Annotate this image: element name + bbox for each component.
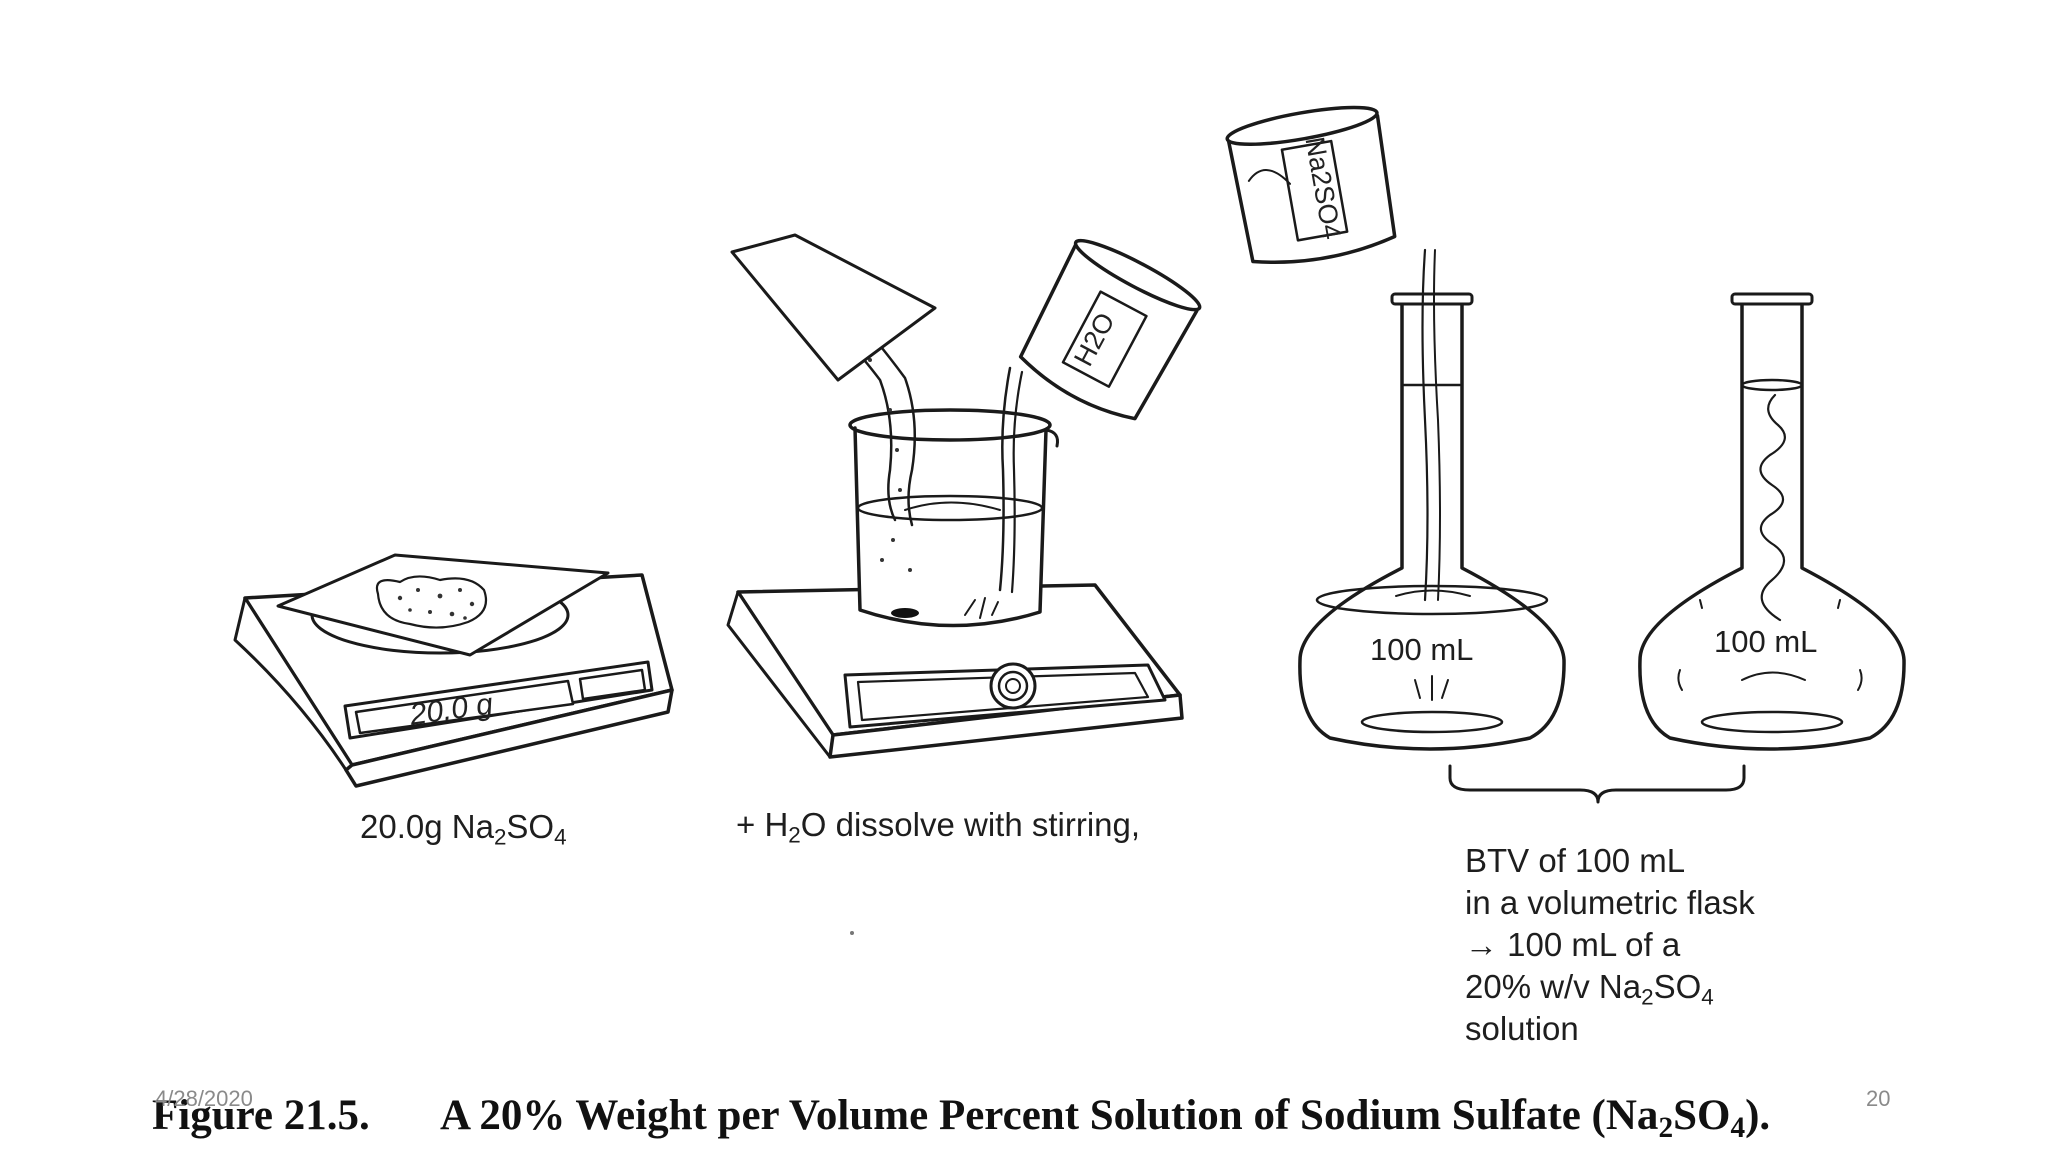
btv-description: BTV of 100 mL in a volumetric flask → 10… — [1465, 840, 1755, 1050]
btv-line-2: in a volumetric flask — [1465, 884, 1755, 921]
flasks-brace — [1448, 764, 1746, 804]
water-beaker: H2O — [1018, 238, 1202, 421]
solution-beaker: Na2SO4 — [1225, 105, 1397, 264]
btv-line-1: BTV of 100 mL — [1465, 842, 1686, 879]
stir-plate — [726, 583, 1184, 759]
footer-page-number: 20 — [1866, 1086, 1891, 1111]
volumetric-flask-1: 100 mL — [1298, 248, 1566, 751]
figure-number: Figure 21.5. — [152, 1092, 370, 1139]
flask-1-volume-label: 100 mL — [1370, 632, 1473, 667]
figure-caption: Figure 21.5.A 20% Weight per Volume Perc… — [152, 1092, 1771, 1145]
btv-line-4: 20% w/v Na2SO4 — [1465, 968, 1714, 1010]
flask-2-volume-label: 100 mL — [1714, 624, 1817, 659]
volumetric-flask-2: 100 mL — [1638, 292, 1906, 751]
balance-scale: 20.0 g — [233, 553, 674, 788]
weighing-paper-pouring — [730, 233, 937, 382]
dissolve-step-label: + H2O dissolve with stirring, — [736, 806, 1141, 848]
footer-date: 4/28/2020 — [155, 1086, 253, 1111]
scale-step-label: 20.0g Na2SO4 — [360, 808, 567, 850]
btv-line-5: solution — [1465, 1010, 1579, 1047]
btv-line-3: → 100 mL of a — [1465, 926, 1681, 963]
